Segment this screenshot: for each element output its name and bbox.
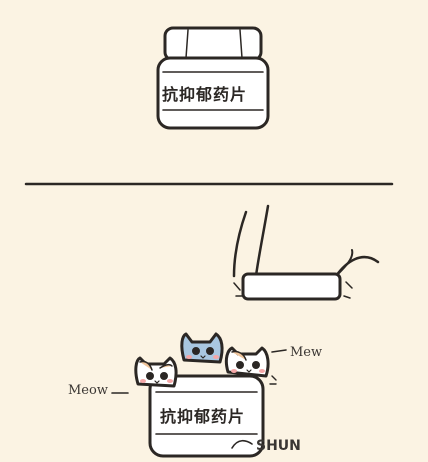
cat-orange-right bbox=[224, 346, 277, 385]
cat-blue bbox=[180, 332, 224, 364]
cat-orange-left bbox=[134, 356, 178, 388]
jar-bottom bbox=[148, 374, 265, 458]
jar-top bbox=[156, 26, 270, 130]
jar-lid-lifted bbox=[233, 272, 353, 301]
sfx-meow: Meow bbox=[68, 383, 108, 398]
jar-label-top: 抗抑郁药片 bbox=[162, 85, 248, 104]
sfx-shun: SHUN bbox=[256, 438, 301, 454]
hand bbox=[232, 204, 380, 278]
sfx-mew: Mew bbox=[290, 345, 323, 360]
jar-label-bottom: 抗抑郁药片 bbox=[160, 407, 246, 426]
